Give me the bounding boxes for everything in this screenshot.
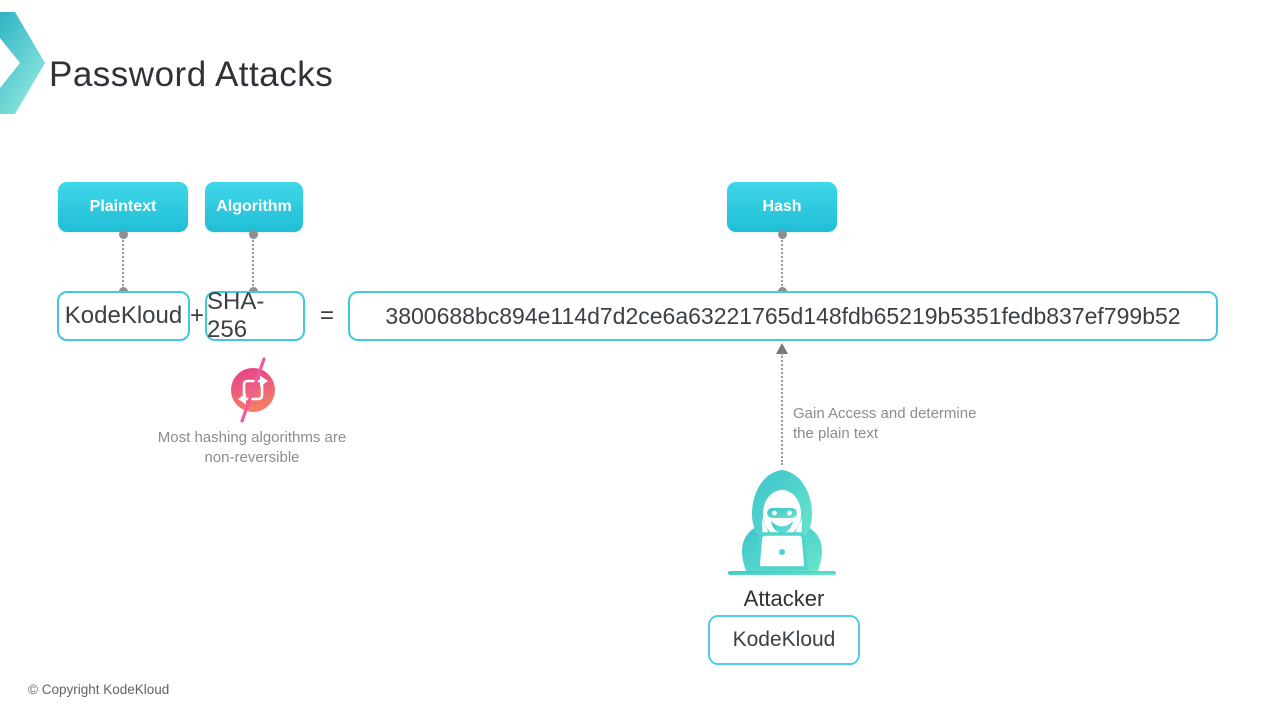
gain-access-note-line1: Gain Access and determine	[793, 405, 977, 422]
copyright-text: © Copyright KodeKloud	[28, 682, 170, 697]
connector-dot	[119, 230, 128, 239]
page-title: Password Attacks	[49, 55, 334, 94]
algorithm-connector-line	[252, 237, 254, 289]
plaintext-value: KodeKloud	[64, 302, 183, 329]
plaintext-badge-label: Plaintext	[89, 198, 157, 215]
attacker-connector-line	[781, 353, 783, 465]
plus-operator: +	[189, 302, 204, 329]
algorithm-badge: Algorithm	[205, 182, 303, 232]
hash-value-box: 3800688bc894e114d7d2ce6a63221765d148fdb6…	[348, 291, 1218, 341]
attacker-label: Attacker	[743, 586, 825, 611]
plaintext-connector-line	[122, 237, 124, 289]
hash-badge: Hash	[727, 182, 837, 232]
algorithm-badge-label: Algorithm	[216, 198, 292, 215]
hash-badge-label: Hash	[762, 198, 802, 215]
non-reversible-note-line1: Most hashing algorithms are	[157, 429, 347, 446]
plaintext-badge: Plaintext	[58, 182, 188, 232]
connector-dot	[778, 230, 787, 239]
hash-connector-line	[781, 237, 783, 289]
attacker-guess-value: KodeKloud	[732, 628, 836, 651]
algorithm-value: SHA-256	[207, 288, 265, 343]
swap-arrows-crossed-icon	[231, 357, 275, 423]
equals-operator: =	[319, 302, 334, 329]
attacker-guess-box: KodeKloud	[708, 615, 860, 665]
non-reversible-note: Most hashing algorithms are non-reversib…	[140, 428, 364, 468]
non-reversible-note-line2: non-reversible	[204, 449, 300, 466]
up-arrowhead	[776, 343, 788, 354]
algorithm-value-box: SHA-256	[205, 288, 305, 343]
hash-value: 3800688bc894e114d7d2ce6a63221765d148fdb6…	[385, 302, 1181, 329]
gain-access-note-line2: the plain text	[793, 425, 879, 442]
plaintext-value-box: KodeKloud	[57, 291, 190, 341]
hooded-hacker-with-laptop-icon	[728, 470, 836, 575]
gain-access-note: Gain Access and determine the plain text	[793, 404, 1003, 444]
connector-dot	[249, 230, 258, 239]
kodekloud-chevron-logo-icon	[0, 12, 45, 114]
